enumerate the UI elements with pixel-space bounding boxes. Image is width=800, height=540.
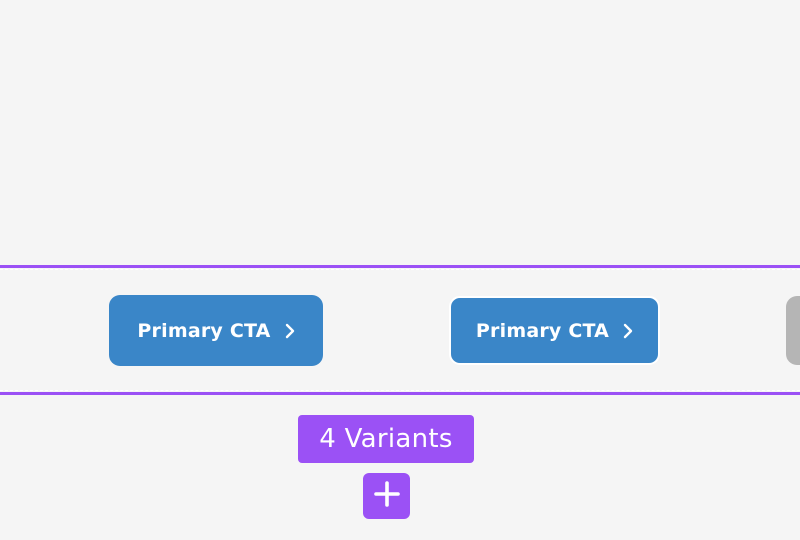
primary-cta-variant-2[interactable]: Primary CTA: [449, 296, 660, 365]
cta-label: Primary CTA: [137, 319, 271, 342]
variants-count-badge: 4 Variants: [298, 415, 474, 463]
primary-cta-variant-1[interactable]: Primary CTA: [109, 295, 323, 366]
variant-3-partial[interactable]: [786, 296, 800, 365]
add-variant-button[interactable]: [363, 473, 410, 519]
plus-icon: [373, 480, 401, 513]
variant-set-frame[interactable]: [0, 265, 800, 395]
chevron-right-icon: [623, 323, 633, 339]
chevron-right-icon: [285, 323, 295, 339]
cta-label: Primary CTA: [475, 319, 610, 342]
